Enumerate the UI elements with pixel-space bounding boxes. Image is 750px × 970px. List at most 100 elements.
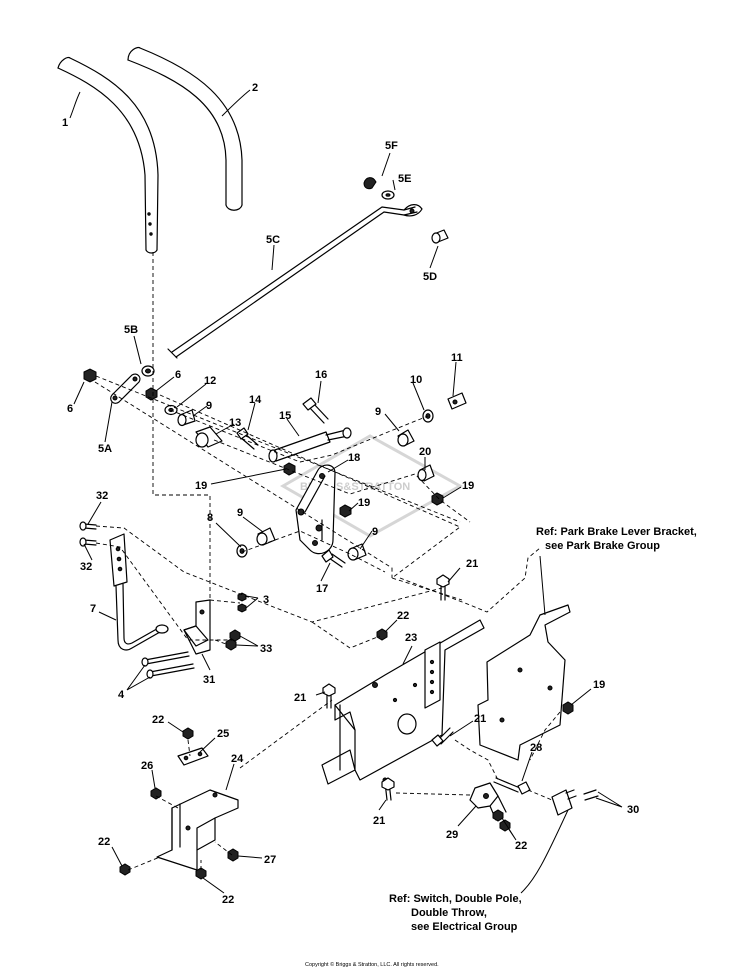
- part-1-left-handle: [57, 56, 159, 254]
- label-19-d: 19: [593, 679, 605, 691]
- label-5e: 5E: [398, 173, 411, 185]
- part-25-plate: [177, 747, 209, 766]
- label-2: 2: [252, 82, 258, 94]
- part-5b-nut: [141, 365, 155, 377]
- label-29: 29: [446, 829, 458, 841]
- part-32-bolts: [79, 521, 97, 547]
- part-22-screws: [119, 727, 511, 880]
- label-15: 15: [279, 410, 291, 422]
- label-21-d: 21: [373, 815, 385, 827]
- label-21-a: 21: [466, 558, 478, 570]
- label-24: 24: [231, 753, 244, 765]
- label-22-e: 22: [515, 840, 527, 852]
- label-22-d: 22: [222, 894, 234, 906]
- part-30-switch: [551, 789, 599, 816]
- ref-switch-line1: Ref: Switch, Double Pole,: [389, 893, 522, 905]
- label-28: 28: [530, 742, 542, 754]
- part-27-nut: [227, 848, 239, 862]
- part-33-nuts: [225, 629, 241, 651]
- label-19-a: 19: [195, 480, 207, 492]
- part-17-bolt: [321, 549, 346, 568]
- label-9-d: 9: [372, 526, 378, 538]
- part-6-nut-left: [83, 368, 97, 383]
- part-3-nuts: [237, 592, 247, 613]
- label-1: 1: [62, 117, 68, 129]
- part-labels: 1 2 5F 5E 5C 5D 5B 6 6 5A 12 9 13 14 16 …: [62, 82, 639, 906]
- leader-lines: [69, 89, 623, 894]
- label-12: 12: [204, 375, 216, 387]
- label-19-b: 19: [358, 497, 370, 509]
- part-2-right-handle: [127, 46, 243, 211]
- part-13-spacer: [195, 426, 223, 448]
- copyright-notice: Copyright © Briggs & Stratton, LLC. All …: [305, 961, 439, 968]
- part-19-nut-d: [562, 701, 574, 715]
- label-25: 25: [217, 728, 229, 740]
- label-22-b: 22: [152, 714, 164, 726]
- label-20: 20: [419, 446, 431, 458]
- label-5f: 5F: [385, 140, 398, 152]
- part-4-bolts: [141, 651, 195, 679]
- label-14: 14: [249, 394, 262, 406]
- label-23: 23: [405, 632, 417, 644]
- label-9-b: 9: [375, 406, 381, 418]
- part-7-lever: [109, 533, 169, 651]
- label-9-c: 9: [237, 507, 243, 519]
- label-5a: 5A: [98, 443, 112, 455]
- label-6-left: 6: [67, 403, 73, 415]
- ref-switch-line3: see Electrical Group: [411, 921, 518, 933]
- part-14-bolt: [236, 427, 259, 450]
- label-32-b: 32: [80, 561, 92, 573]
- part-15-cylinder: [268, 427, 352, 463]
- park-brake-bracket-outline: [477, 604, 571, 761]
- part-22-bolt-a: [376, 628, 388, 641]
- ref-park-brake-line2: see Park Brake Group: [545, 540, 660, 552]
- part-11-plate: [447, 392, 467, 410]
- label-17: 17: [316, 583, 328, 595]
- label-3: 3: [263, 594, 269, 606]
- label-9-a: 9: [206, 400, 212, 412]
- part-5d-bushing: [431, 229, 449, 244]
- label-30: 30: [627, 804, 639, 816]
- part-5e-washer: [381, 190, 395, 200]
- label-4: 4: [118, 689, 125, 701]
- part-19-nut-c: [431, 492, 444, 506]
- label-21-c: 21: [474, 713, 486, 725]
- label-16: 16: [315, 369, 327, 381]
- label-32-a: 32: [96, 490, 108, 502]
- label-5c: 5C: [266, 234, 280, 246]
- label-31: 31: [203, 674, 215, 686]
- part-9-bushing-c: [256, 527, 276, 546]
- label-22-c: 22: [98, 836, 110, 848]
- part-28-bolt: [493, 777, 531, 795]
- ref-park-brake-line1: Ref: Park Brake Lever Bracket,: [536, 526, 697, 538]
- part-9-bushing-b: [397, 429, 415, 447]
- label-19-c: 19: [462, 480, 474, 492]
- part-31-bracket: [183, 599, 211, 655]
- label-5d: 5D: [423, 271, 437, 283]
- part-23-mount-bracket: [321, 619, 485, 785]
- part-29-switch-bracket: [469, 782, 507, 821]
- part-5c-rod: [167, 204, 423, 359]
- label-26: 26: [141, 760, 153, 772]
- label-27: 27: [264, 854, 276, 866]
- part-19-nut-b: [339, 504, 352, 518]
- reference-notes: Ref: Park Brake Lever Bracket, see Park …: [389, 526, 697, 933]
- label-21-b: 21: [294, 692, 306, 704]
- assembly-dashed-lines: [94, 252, 561, 871]
- part-5a-link: [110, 373, 141, 404]
- label-8: 8: [207, 512, 213, 524]
- label-22-a: 22: [397, 610, 409, 622]
- part-21-bolts: [322, 574, 454, 801]
- label-7: 7: [90, 603, 96, 615]
- part-9-bushing-a: [177, 409, 196, 427]
- label-6-right: 6: [175, 369, 181, 381]
- label-5b: 5B: [124, 324, 138, 336]
- label-13: 13: [229, 417, 241, 429]
- label-18: 18: [348, 452, 360, 464]
- label-11: 11: [451, 352, 463, 364]
- label-10: 10: [410, 374, 422, 386]
- part-16-bolt: [302, 397, 329, 424]
- part-20-spacer: [417, 464, 435, 482]
- part-18-pivot-arm: [295, 464, 336, 555]
